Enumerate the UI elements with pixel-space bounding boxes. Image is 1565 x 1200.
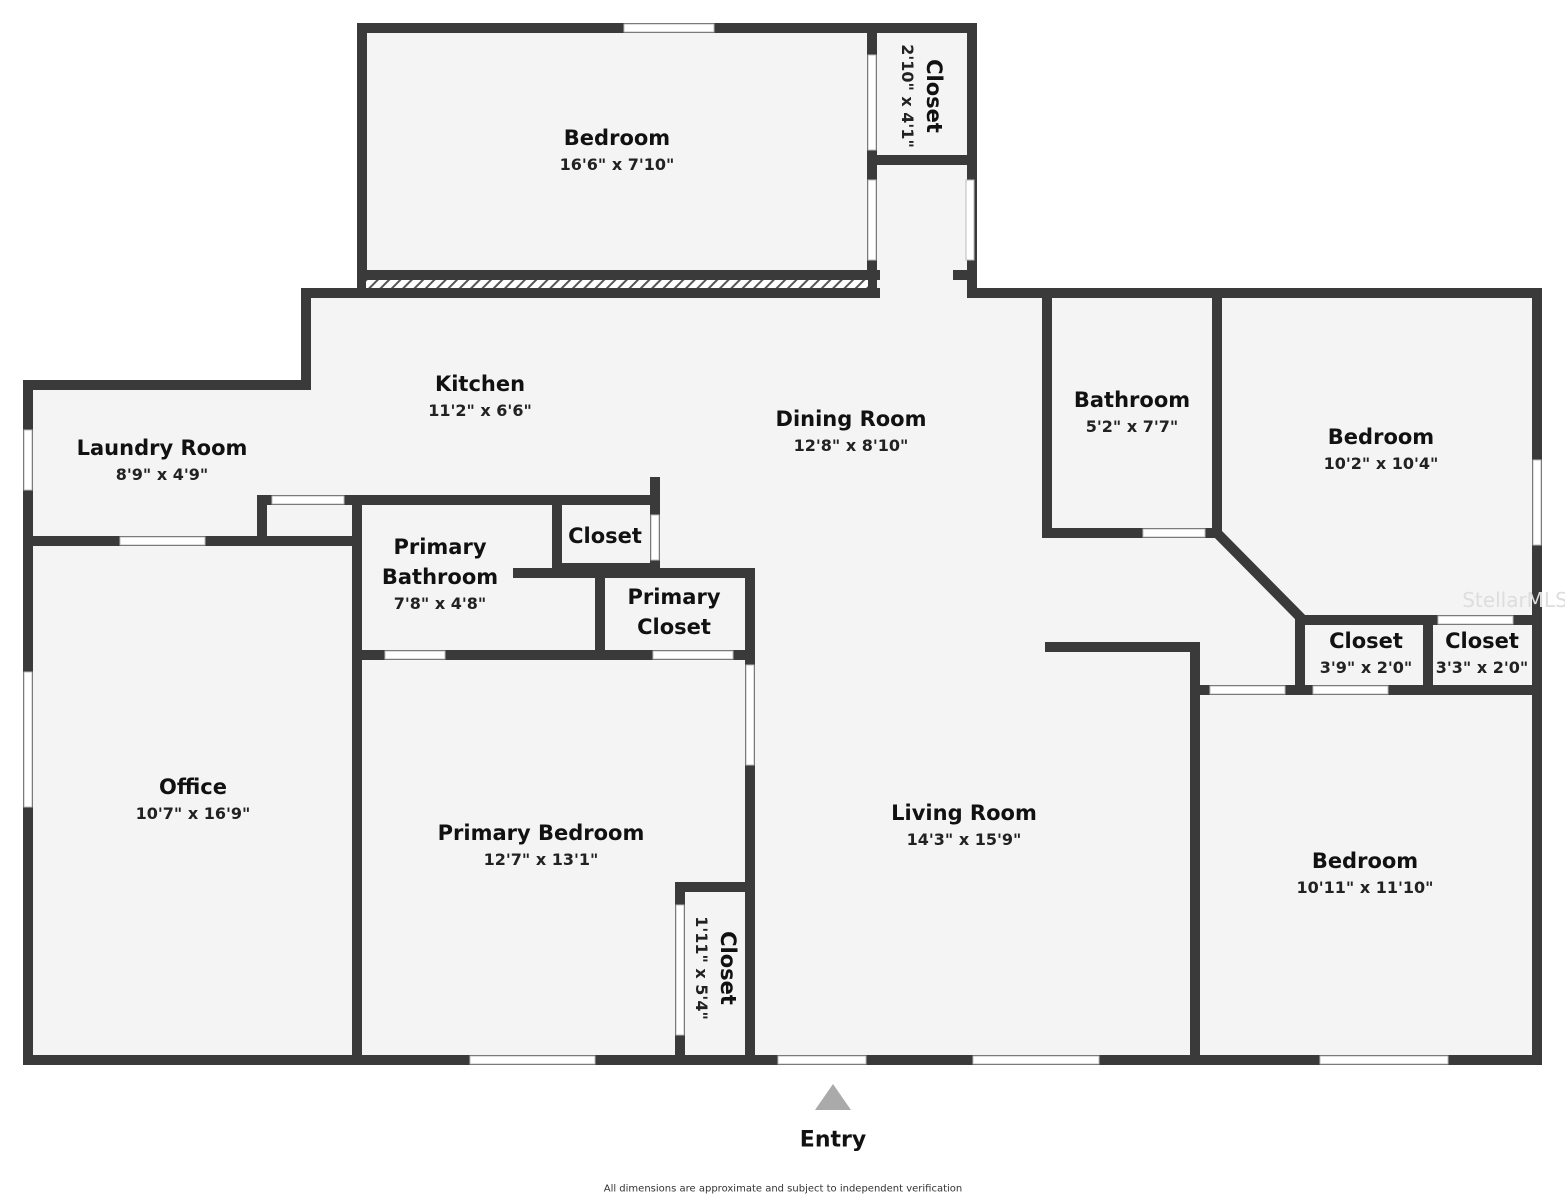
room-name: Primary Bedroom <box>437 821 645 845</box>
room-name-line1: Primary <box>393 535 487 559</box>
room-laundry-room: Laundry Room 8'9" x 4'9" <box>77 433 248 487</box>
room-kitchen: Kitchen 11'2" x 6'6" <box>428 369 532 423</box>
room-closet-small: Closet <box>568 521 642 551</box>
room-dims: 12'7" x 13'1" <box>483 850 599 869</box>
hatched-wall <box>366 280 868 288</box>
entry-label: Entry <box>799 1127 867 1153</box>
room-closet-a: Closet 3'9" x 2'0" <box>1320 626 1412 680</box>
room-name: Office <box>159 775 227 799</box>
room-bedroom-bottom-right: Bedroom 10'11" x 11'10" <box>1297 846 1434 900</box>
room-name: Kitchen <box>434 372 526 396</box>
room-bathroom: Bathroom 5'2" x 7'7" <box>1074 385 1190 439</box>
room-dims: 2'10" x 4'1" <box>898 44 917 148</box>
room-name: Laundry Room <box>76 436 248 460</box>
room-dims: 7'8" x 4'8" <box>393 594 487 613</box>
room-closet-b: Closet 3'3" x 2'0" <box>1436 626 1528 680</box>
room-dims: 11'2" x 6'6" <box>428 401 532 420</box>
room-bedroom-right: Bedroom 10'2" x 10'4" <box>1324 422 1439 476</box>
room-dims: 3'3" x 2'0" <box>1435 658 1529 677</box>
room-name-line2: Bathroom <box>381 565 499 589</box>
room-primary-bedroom: Primary Bedroom 12'7" x 13'1" <box>438 818 645 872</box>
room-name: Bedroom <box>1311 849 1419 873</box>
room-name: Closet <box>922 59 946 133</box>
room-dims: 1'11" x 5'4" <box>692 916 711 1020</box>
room-dims: 8'9" x 4'9" <box>115 465 209 484</box>
room-dims: 10'2" x 10'4" <box>1323 454 1439 473</box>
room-dims: 3'9" x 2'0" <box>1319 658 1413 677</box>
entry-arrow-icon <box>815 1084 851 1110</box>
room-name: Bathroom <box>1073 388 1191 412</box>
room-name-line2: Closet <box>637 615 711 639</box>
room-dims: 5'2" x 7'7" <box>1085 417 1179 436</box>
room-dims: 10'7" x 16'9" <box>135 804 251 823</box>
room-name: Dining Room <box>775 407 927 431</box>
room-name-line1: Primary <box>627 585 721 609</box>
room-name: Closet <box>716 931 740 1005</box>
room-name: Closet <box>1329 629 1403 653</box>
room-dims: 14'3" x 15'9" <box>906 830 1022 849</box>
room-dims: 12'8" x 8'10" <box>793 436 909 455</box>
room-dims: 16'6" x 7'10" <box>559 155 675 174</box>
disclaimer-text: All dimensions are approximate and subje… <box>603 1183 963 1195</box>
room-name: Closet <box>568 524 642 548</box>
room-closet-top: Closet 2'10" x 4'1" <box>895 44 949 148</box>
watermark: StellarMLS <box>1462 588 1565 612</box>
room-closet-primary-bedroom: Closet 1'11" x 5'4" <box>689 916 743 1020</box>
room-bedroom-top: Bedroom 16'6" x 7'10" <box>560 123 675 177</box>
room-office: Office 10'7" x 16'9" <box>136 772 251 826</box>
room-name: Closet <box>1445 629 1519 653</box>
room-name: Living Room <box>891 801 1037 825</box>
windows <box>23 23 1542 1065</box>
room-name: Bedroom <box>563 126 671 150</box>
room-dims: 10'11" x 11'10" <box>1296 878 1434 897</box>
room-name: Bedroom <box>1327 425 1435 449</box>
room-living-room: Living Room 14'3" x 15'9" <box>891 798 1037 852</box>
room-dining-room: Dining Room 12'8" x 8'10" <box>776 404 927 458</box>
